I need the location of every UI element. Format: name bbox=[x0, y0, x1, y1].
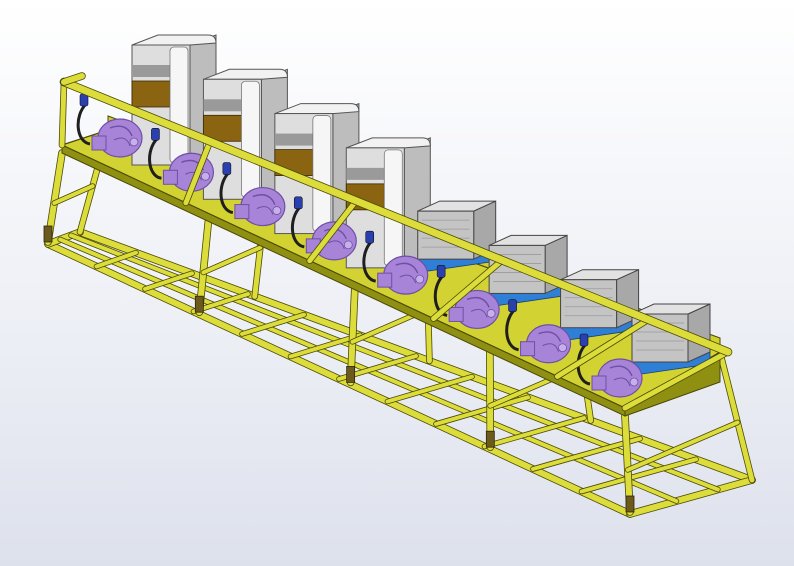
blower-motor bbox=[629, 377, 639, 387]
handrail-end-face bbox=[61, 73, 85, 85]
base-cross-member-face bbox=[385, 374, 474, 404]
blower-motor bbox=[201, 171, 210, 181]
leg-brace-face bbox=[625, 420, 740, 472]
base-end-right-face bbox=[627, 477, 755, 517]
air-hose bbox=[219, 171, 234, 215]
hose-coupling bbox=[151, 127, 160, 141]
rail-post-face bbox=[59, 79, 67, 148]
equipment-module bbox=[576, 303, 711, 398]
blower-curve-2 bbox=[256, 206, 274, 215]
base-cross-member-face bbox=[531, 436, 642, 471]
cabinet-panel bbox=[274, 133, 313, 146]
cabinet-door bbox=[312, 115, 332, 232]
rail-post-face bbox=[622, 349, 731, 411]
blower-motor bbox=[558, 343, 567, 353]
blower-outlet bbox=[91, 135, 107, 151]
blower-outlet bbox=[448, 306, 464, 322]
base-cross-member-face bbox=[143, 271, 194, 291]
air-hose bbox=[576, 342, 591, 386]
base-cross-member-face bbox=[288, 333, 362, 359]
blower-outlet bbox=[520, 341, 536, 357]
equipment-module bbox=[362, 200, 497, 295]
blower-motor bbox=[343, 240, 353, 250]
air-hose bbox=[505, 308, 520, 352]
blower-curve-2 bbox=[399, 274, 417, 284]
leg-brace-face bbox=[201, 245, 263, 275]
leg-back-face bbox=[717, 349, 755, 483]
blower-outlet bbox=[591, 375, 607, 391]
cabinet-door bbox=[241, 80, 260, 198]
blower-curve bbox=[395, 262, 419, 274]
base-cross-member-face bbox=[240, 312, 306, 336]
rail-post-face bbox=[431, 257, 505, 322]
leg-foot bbox=[194, 295, 204, 313]
cabinet-panel bbox=[203, 99, 242, 112]
air-hose bbox=[76, 102, 91, 146]
top-rail bbox=[58, 72, 733, 412]
hose-coupling bbox=[222, 162, 232, 175]
leg-foot bbox=[625, 495, 635, 513]
base-cross-member-face bbox=[434, 395, 530, 426]
blower-curve-2 bbox=[470, 308, 488, 318]
cabinet-top bbox=[203, 68, 288, 80]
leg-foot bbox=[485, 430, 495, 448]
blower-curve bbox=[252, 194, 276, 205]
blower-outlet bbox=[234, 204, 250, 220]
air-hose bbox=[362, 240, 377, 283]
base-cross-member-face bbox=[482, 416, 586, 449]
air-hose bbox=[148, 137, 162, 180]
top-handrail-face bbox=[60, 78, 732, 356]
rail-post-face bbox=[183, 138, 213, 206]
blower-curve bbox=[466, 296, 490, 308]
air-hose bbox=[291, 205, 305, 249]
leg-brace-face bbox=[52, 184, 95, 206]
blower-motor bbox=[486, 309, 496, 318]
blower-curve bbox=[609, 365, 633, 377]
cabinet-top bbox=[274, 103, 360, 115]
equipment-module bbox=[291, 137, 431, 269]
base-cross-member-face bbox=[579, 457, 698, 494]
equipment-module bbox=[433, 234, 568, 330]
hose-coupling bbox=[365, 230, 375, 244]
blower-motor bbox=[415, 274, 425, 284]
cabinet-panel bbox=[346, 167, 385, 180]
cabinet-door bbox=[383, 149, 403, 267]
cabinet-top bbox=[131, 34, 217, 46]
blower-motor bbox=[272, 206, 282, 215]
leg-foot bbox=[43, 225, 53, 243]
rail-post-face bbox=[554, 317, 651, 379]
cabinet-door bbox=[169, 46, 189, 164]
blower-curve bbox=[538, 331, 562, 343]
blower-curve-2 bbox=[113, 137, 131, 147]
blower-outlet bbox=[162, 169, 178, 185]
air-hose bbox=[433, 274, 448, 317]
blower-motor bbox=[129, 137, 139, 147]
hose-coupling bbox=[436, 265, 446, 278]
rail-post-face bbox=[307, 198, 359, 264]
hose-coupling bbox=[293, 196, 303, 210]
blower-curve bbox=[109, 125, 133, 137]
base-cross-member-face bbox=[94, 250, 138, 269]
blower-curve-2 bbox=[328, 240, 345, 250]
blower-outlet bbox=[377, 272, 393, 288]
blower-curve-2 bbox=[613, 377, 631, 387]
blower-curve-2 bbox=[542, 343, 560, 352]
hose-coupling bbox=[508, 299, 517, 313]
cabinet-top bbox=[346, 137, 431, 149]
base-frame bbox=[44, 228, 756, 518]
cabinet-band bbox=[131, 80, 171, 108]
hose-coupling bbox=[579, 333, 589, 347]
cabinet-panel bbox=[132, 65, 170, 77]
leg-foot bbox=[346, 365, 356, 383]
